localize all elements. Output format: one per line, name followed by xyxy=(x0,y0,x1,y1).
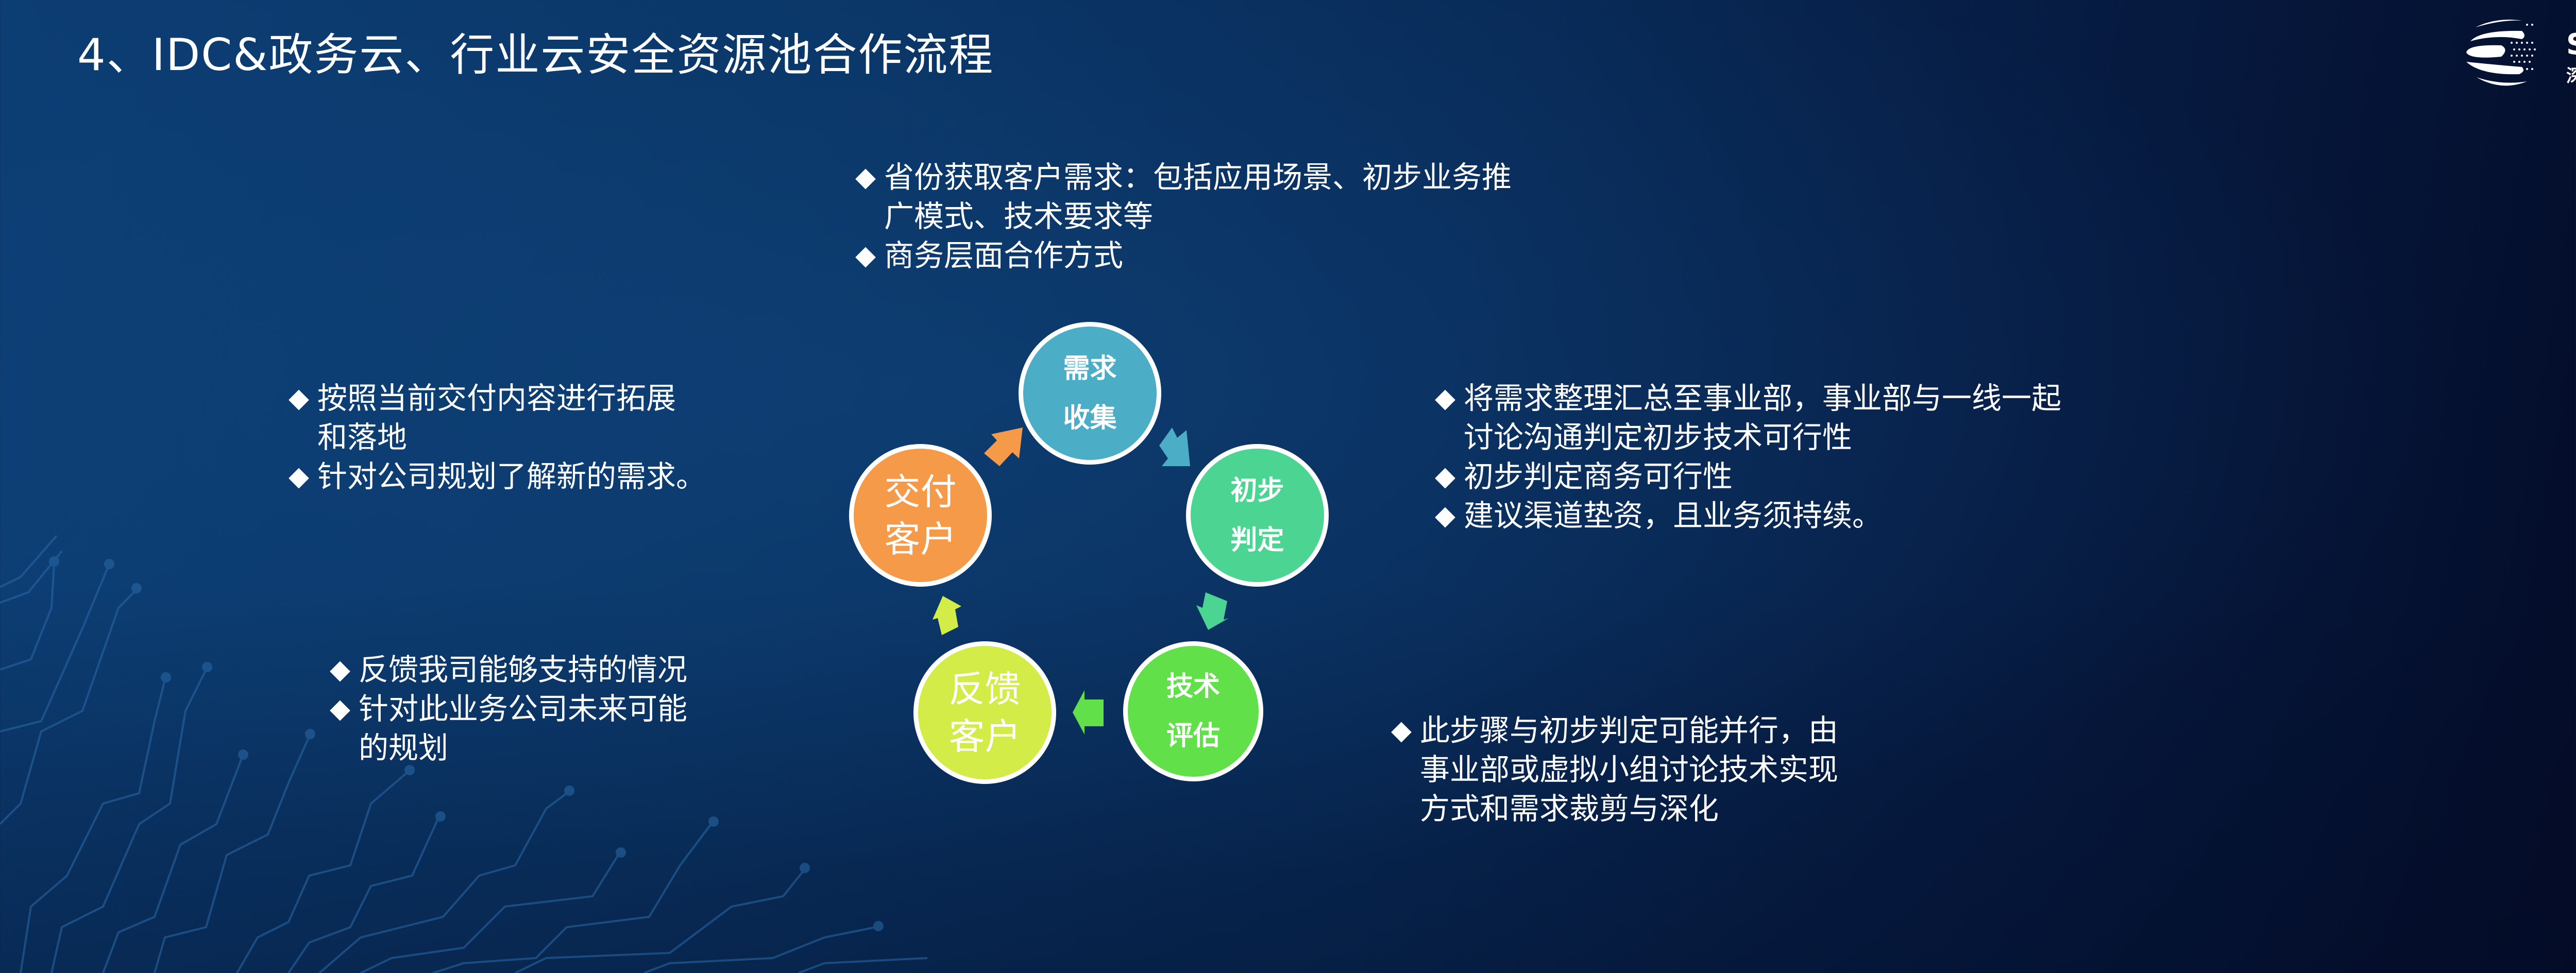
notes-customer-feedback: ◆ 反馈我司能够支持的情况 ◆ 针对此业务公司未来可能 的规划 xyxy=(330,650,687,767)
slide-title: 4、IDC&政务云、行业云安全资源池合作流程 xyxy=(77,29,994,81)
notes-preliminary-judgment: ◆ 将需求整理汇总至事业部，事业部与一线一起 讨论沟通判定初步技术可行性 ◆ 初… xyxy=(1435,379,2061,535)
note-item: ◆ 此步骤与初步判定可能并行，由 事业部或虚拟小组讨论技术实现 方式和需求裁剪与… xyxy=(1391,711,1838,828)
note-item: ◆ 针对公司规划了解新的需求。 xyxy=(289,457,706,496)
notes-demand-collection: ◆ 省份获取客户需求：包括应用场景、初步业务推 广模式、技术要求等 ◆ 商务层面… xyxy=(855,158,1512,275)
diamond-bullet-icon: ◆ xyxy=(289,461,309,492)
node-label: 技术 评估 xyxy=(1166,671,1220,752)
note-item: ◆ 建议渠道垫资，且业务须持续。 xyxy=(1435,496,2061,535)
node-technical-assessment: 技术 评估 xyxy=(1123,641,1263,781)
diamond-bullet-icon: ◆ xyxy=(289,383,309,414)
note-item: ◆ 将需求整理汇总至事业部，事业部与一线一起 讨论沟通判定初步技术可行性 xyxy=(1435,379,2061,457)
note-item: ◆ 初步判定商务可行性 xyxy=(1435,457,2061,496)
diamond-bullet-icon: ◆ xyxy=(1435,383,1455,414)
note-item: ◆ 商务层面合作方式 xyxy=(855,236,1512,275)
note-item: ◆ 按照当前交付内容进行拓展 和落地 xyxy=(289,379,706,457)
diamond-bullet-icon: ◆ xyxy=(855,162,876,193)
circuit-board-decoration-icon xyxy=(0,535,928,973)
node-label: 反馈 客户 xyxy=(948,668,1021,758)
diamond-bullet-icon: ◆ xyxy=(855,240,876,271)
node-demand-collection: 需求 收集 xyxy=(1019,322,1161,465)
logo-name: SANGFOR xyxy=(2566,28,2576,61)
node-customer-feedback: 反馈 客户 xyxy=(913,641,1056,784)
node-label: 初步 判定 xyxy=(1230,475,1284,556)
note-item: ◆ 针对此业务公司未来可能 的规划 xyxy=(330,689,687,767)
node-label: 需求 收集 xyxy=(1063,353,1117,434)
arrow-left-icon xyxy=(1073,690,1104,735)
arrow-down-right-icon xyxy=(1159,428,1190,466)
sangfor-globe-logo-icon xyxy=(2466,20,2536,86)
diamond-bullet-icon: ◆ xyxy=(1435,461,1455,492)
diamond-bullet-icon: ◆ xyxy=(330,693,350,724)
arrow-up-icon xyxy=(933,596,961,635)
node-preliminary-judgment: 初步 判定 xyxy=(1186,444,1329,587)
sangfor-logo: SANGFOR 深信服科技 xyxy=(2465,14,2576,89)
arrow-down-left-icon xyxy=(1196,592,1229,630)
notes-technical-assessment: ◆ 此步骤与初步判定可能并行，由 事业部或虚拟小组讨论技术实现 方式和需求裁剪与… xyxy=(1391,711,1838,828)
note-item: ◆ 省份获取客户需求：包括应用场景、初步业务推 广模式、技术要求等 xyxy=(855,158,1512,236)
arrow-up-right-icon xyxy=(984,428,1023,466)
note-item: ◆ 反馈我司能够支持的情况 xyxy=(330,650,687,689)
logo-cn-name: 深信服科技 xyxy=(2566,62,2576,87)
diamond-bullet-icon: ◆ xyxy=(330,654,350,685)
node-customer-delivery: 交付 客户 xyxy=(849,444,992,587)
notes-customer-delivery: ◆ 按照当前交付内容进行拓展 和落地 ◆ 针对公司规划了解新的需求。 xyxy=(289,379,706,496)
diamond-bullet-icon: ◆ xyxy=(1435,500,1455,531)
node-label: 交付 客户 xyxy=(884,470,957,560)
diamond-bullet-icon: ◆ xyxy=(1391,715,1412,746)
